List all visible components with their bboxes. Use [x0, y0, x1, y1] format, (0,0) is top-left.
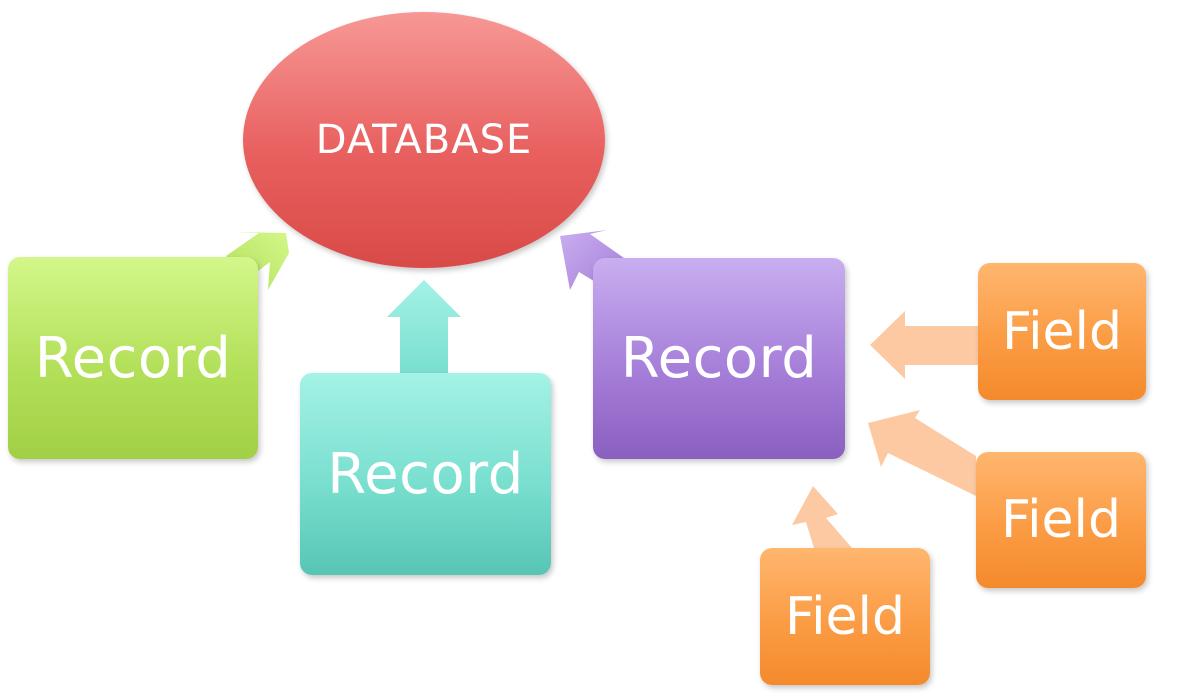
- record-label: Record: [620, 326, 818, 391]
- field-label: Field: [1001, 301, 1123, 362]
- field-box-middle: Field: [976, 452, 1146, 588]
- record-label: Record: [327, 441, 524, 507]
- arrow-record-teal-to-database: [387, 280, 461, 374]
- arrow-record-green-to-database: [226, 232, 289, 290]
- field-box-top: Field: [978, 263, 1146, 400]
- field-box-bottom: Field: [760, 548, 930, 685]
- field-label: Field: [1000, 490, 1122, 550]
- arrow-field-middle-to-record: [868, 410, 976, 496]
- arrow-field-bottom-to-record: [792, 486, 852, 548]
- field-label: Field: [784, 586, 906, 647]
- database-node: DATABASE: [243, 12, 605, 268]
- record-label: Record: [34, 325, 232, 391]
- database-label: DATABASE: [315, 117, 533, 163]
- record-box-teal: Record: [300, 373, 551, 575]
- record-box-purple: Record: [593, 258, 845, 459]
- arrow-field-top-to-record: [870, 311, 978, 379]
- record-box-green: Record: [8, 257, 258, 459]
